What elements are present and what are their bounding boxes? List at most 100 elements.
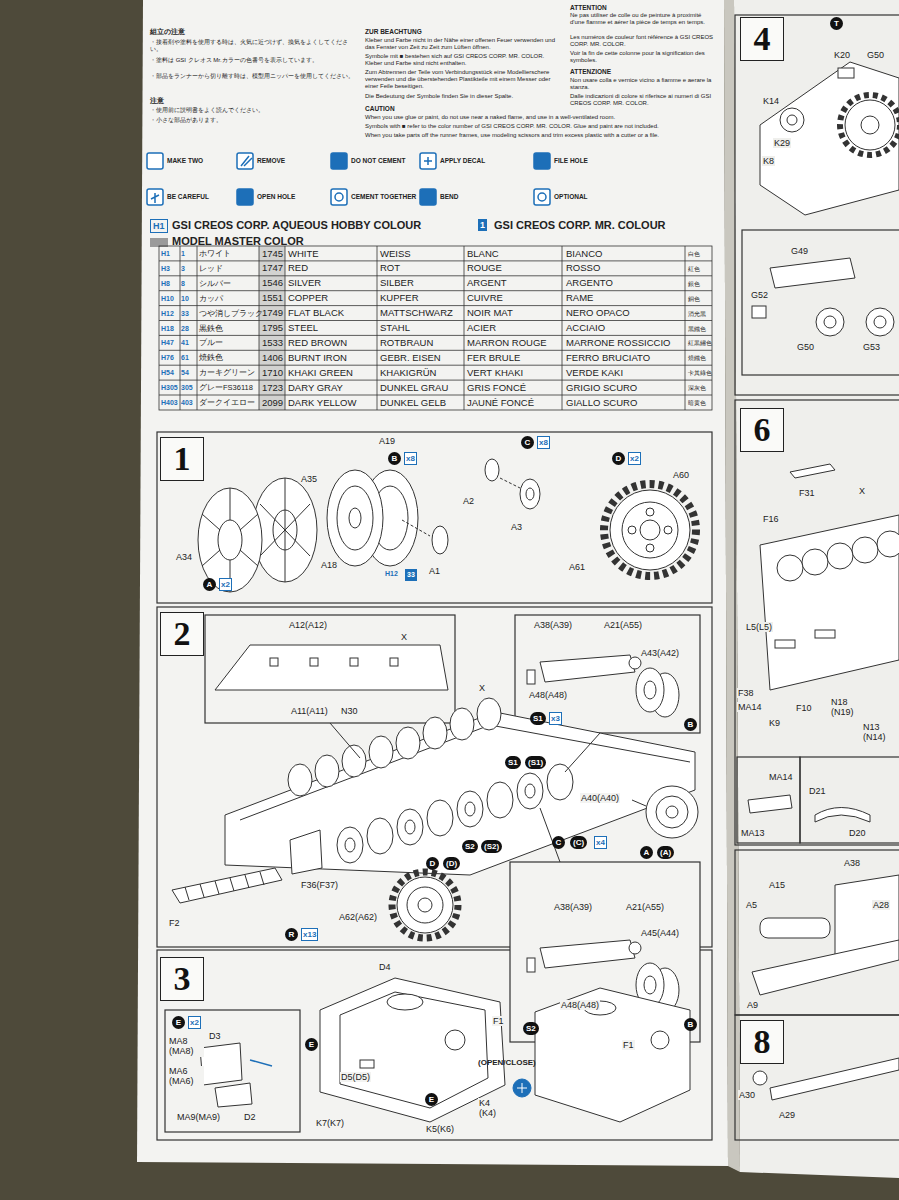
callout-letter: D bbox=[612, 452, 625, 465]
callout-letter: E bbox=[172, 1016, 185, 1029]
table-cell: BLANC bbox=[467, 249, 499, 260]
table-cell: H403 bbox=[161, 399, 178, 407]
table-cell: 深灰色 bbox=[688, 385, 706, 392]
table-cell: ACCIAIO bbox=[566, 323, 605, 334]
part-label: N18 (N19) bbox=[830, 697, 862, 718]
part-label: K29 bbox=[773, 138, 791, 148]
symbol-caption: REMOVE bbox=[257, 157, 285, 164]
table-cell: DUNKEL GELB bbox=[380, 398, 446, 409]
table-cell: GEBR. EISEN bbox=[380, 353, 441, 364]
table-cell: 1795 bbox=[262, 323, 283, 334]
callout-letter: R bbox=[285, 928, 298, 941]
table-cell: COPPER bbox=[288, 293, 328, 304]
callout-letter: S1 bbox=[530, 712, 546, 725]
table-cell: RED BROWN bbox=[288, 338, 347, 349]
note-text: 注意 bbox=[150, 97, 164, 105]
table-cell: JAUNÉ FONCÉ bbox=[467, 398, 534, 409]
symbol-caption: BEND bbox=[440, 193, 458, 200]
symbol-caption: CEMENT TOGETHER bbox=[351, 193, 416, 200]
paint-header: H1 bbox=[150, 219, 168, 233]
step-number-box: 8 bbox=[740, 1020, 784, 1064]
step-number-box: 2 bbox=[160, 612, 204, 656]
part-label: D2 bbox=[243, 1112, 257, 1122]
callout-letter: T bbox=[830, 17, 843, 30]
table-cell: FLAT BLACK bbox=[288, 308, 344, 319]
table-cell: H54 bbox=[161, 369, 174, 377]
note-text: Les numéros de couleur font référence à … bbox=[570, 34, 715, 48]
part-label: A38(A39) bbox=[533, 620, 573, 630]
symbol-caption: APPLY DECAL bbox=[440, 157, 485, 164]
step1-parts bbox=[198, 459, 696, 592]
table-cell: H76 bbox=[161, 354, 174, 362]
part-label: F16 bbox=[762, 514, 780, 524]
callout-letter: D bbox=[426, 857, 439, 870]
part-label: A21(A55) bbox=[625, 902, 665, 912]
step-number: 6 bbox=[754, 413, 771, 447]
note-text: ZUR BEACHTUNG bbox=[365, 28, 422, 35]
part-label: X bbox=[858, 486, 866, 496]
table-cell: RED bbox=[288, 263, 308, 274]
part-label: MA13 bbox=[740, 828, 766, 838]
step-number: 3 bbox=[174, 962, 191, 996]
table-cell: 305 bbox=[181, 384, 193, 392]
table-cell: H18 bbox=[161, 325, 174, 333]
table-cell: ROSSO bbox=[566, 263, 600, 274]
table-cell: STEEL bbox=[288, 323, 318, 334]
part-label: D3 bbox=[208, 1031, 222, 1041]
table-cell: VERT KHAKI bbox=[467, 368, 523, 379]
part-label: F1 bbox=[492, 1016, 505, 1026]
table-cell: シルバー bbox=[199, 280, 231, 289]
note-text: ・接着剤や塗料を使用する時は、火気に近づけず、換気をよくしてください。 bbox=[150, 39, 355, 53]
table-cell: FERRO BRUCIATO bbox=[566, 353, 650, 364]
note-text: Voir la fin de cette colonne pour la sig… bbox=[570, 50, 715, 64]
table-cell: 1 bbox=[181, 250, 185, 258]
step-number: 1 bbox=[174, 442, 191, 476]
table-cell: DUNKEL GRAU bbox=[380, 383, 448, 394]
table-cell: H47 bbox=[161, 339, 174, 347]
quantity-mark: x13 bbox=[301, 928, 318, 941]
part-label: K4 (K4) bbox=[478, 1098, 510, 1119]
table-cell: DARK YELLOW bbox=[288, 398, 356, 409]
table-cell: SILVER bbox=[288, 278, 321, 289]
note-text: Symbols with ■ refer to the color number… bbox=[365, 123, 715, 130]
table-cell: ブルー bbox=[199, 339, 223, 348]
callout-letter: E bbox=[305, 1038, 318, 1051]
step-frames bbox=[157, 15, 899, 1140]
table-cell: つや消しブラック bbox=[199, 310, 263, 319]
part-label: MA9(MA9) bbox=[176, 1112, 221, 1122]
table-cell: MARRONE ROSSICCIO bbox=[566, 338, 671, 349]
step2-parts bbox=[172, 645, 698, 1012]
table-cell: DARY GRAY bbox=[288, 383, 343, 394]
table-cell: ROTBRAUN bbox=[380, 338, 433, 349]
quantity-mark: x2 bbox=[219, 578, 232, 591]
part-label: A48(A48) bbox=[528, 690, 568, 700]
table-cell: H3 bbox=[161, 265, 170, 273]
table-cell: VERDE KAKI bbox=[566, 368, 623, 379]
paint-header: MODEL MASTER COLOR bbox=[172, 235, 304, 248]
table-cell: 1710 bbox=[262, 368, 283, 379]
note-text: Die Bedeutung der Symbole finden Sie in … bbox=[365, 93, 560, 100]
table-cell: 8 bbox=[181, 280, 185, 288]
table-cell: NOIR MAT bbox=[467, 308, 513, 319]
step-number: 4 bbox=[754, 22, 771, 56]
table-cell: 1551 bbox=[262, 293, 283, 304]
part-label: A9 bbox=[746, 1000, 759, 1010]
part-label: A62(A62) bbox=[338, 912, 378, 922]
part-label: A28 bbox=[872, 900, 890, 910]
quantity-mark: x8 bbox=[537, 436, 550, 449]
part-label: A38(A39) bbox=[553, 902, 593, 912]
quantity-mark: x2 bbox=[188, 1016, 201, 1029]
step-number-box: 6 bbox=[740, 408, 784, 452]
table-cell: BURNT IRON bbox=[288, 353, 347, 364]
note-text: CAUTION bbox=[365, 105, 395, 112]
part-label: F36(F37) bbox=[300, 880, 339, 890]
note-text: When you use glue or paint, do not use n… bbox=[365, 114, 715, 121]
part-label: G53 bbox=[862, 342, 881, 352]
callout-letter: B bbox=[684, 718, 697, 731]
table-cell: カーキグリーン bbox=[199, 369, 255, 378]
symbol-icons bbox=[147, 153, 550, 205]
note-text: ・部品をランナーから切り離す時は、模型用ニッパーを使用してください。 bbox=[150, 73, 355, 80]
part-label: L5(L5) bbox=[745, 622, 773, 632]
table-cell: H12 bbox=[161, 310, 174, 318]
part-label: G52 bbox=[750, 290, 769, 300]
